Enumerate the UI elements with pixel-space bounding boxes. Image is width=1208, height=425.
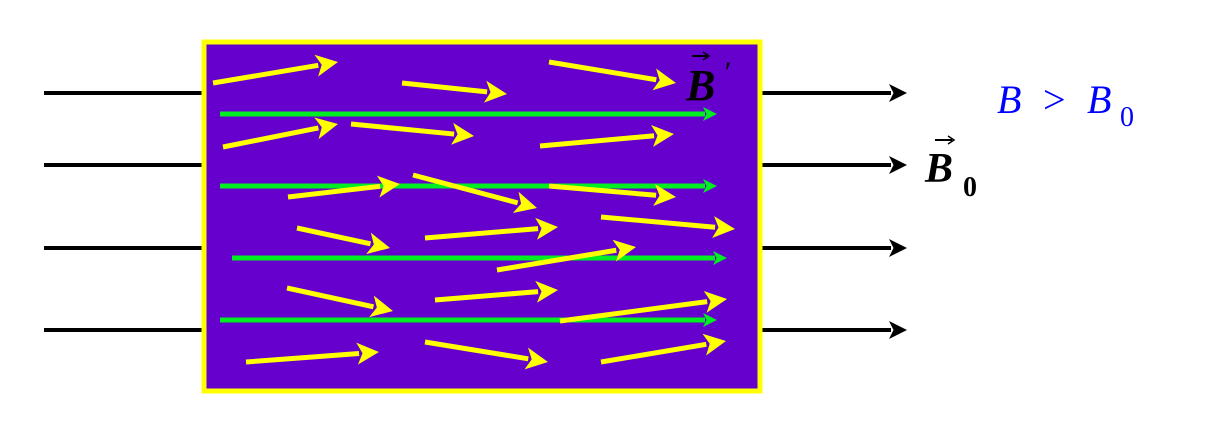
induced-moment-arrows (212, 54, 735, 370)
induced-moment-arrow (245, 342, 379, 365)
induced-moment-arrow (496, 239, 636, 273)
b0-label: B 0 (924, 135, 977, 203)
induced-moment-arrow (401, 80, 507, 103)
external-field-line-left (44, 163, 204, 167)
net-field-arrow (232, 251, 727, 265)
induced-moment-arrow (296, 225, 390, 255)
net-field-arrows (220, 107, 727, 327)
external-field-lines (44, 84, 907, 339)
b-prime-symbol: B (685, 61, 715, 110)
induced-moment-arrow (600, 333, 726, 365)
external-field-line-left (44, 246, 204, 250)
external-field-arrow-right (762, 321, 907, 339)
external-field-arrow-right (762, 156, 907, 174)
b-prime-label: B ′ (685, 51, 730, 110)
net-field-arrow (220, 107, 717, 121)
induced-moment-arrow (424, 217, 558, 241)
induced-moment-arrow (287, 175, 400, 200)
relation-b0-subscript: 0 (1120, 102, 1134, 133)
b0-symbol: B (924, 146, 953, 192)
external-field-line-left (44, 91, 204, 95)
induced-moment-arrow (286, 285, 393, 318)
material-box (201, 39, 763, 394)
induced-moment-arrow (559, 290, 727, 324)
net-field-arrow (220, 313, 717, 327)
induced-moment-arrow (548, 59, 676, 91)
b0-subscript: 0 (963, 172, 977, 203)
induced-moment-arrow (548, 183, 676, 207)
relation-b: B (997, 77, 1021, 122)
external-field-arrow-right (762, 239, 907, 257)
induced-moment-arrow (412, 172, 537, 213)
induced-moment-arrow (539, 125, 674, 149)
relation-label: B > B 0 (997, 77, 1134, 133)
b-prime-mark: ′ (723, 56, 730, 89)
relation-operator: > (1043, 77, 1066, 122)
external-field-arrow-right (762, 84, 907, 102)
relation-b0: B (1087, 77, 1111, 122)
induced-moment-arrow (212, 54, 338, 86)
induced-moment-arrow (350, 121, 474, 145)
external-field-line-left (44, 328, 204, 332)
induced-moment-arrow (434, 280, 558, 303)
induced-moment-arrow (222, 117, 338, 150)
induced-moment-arrow (424, 339, 548, 370)
induced-moment-arrow (600, 214, 735, 238)
